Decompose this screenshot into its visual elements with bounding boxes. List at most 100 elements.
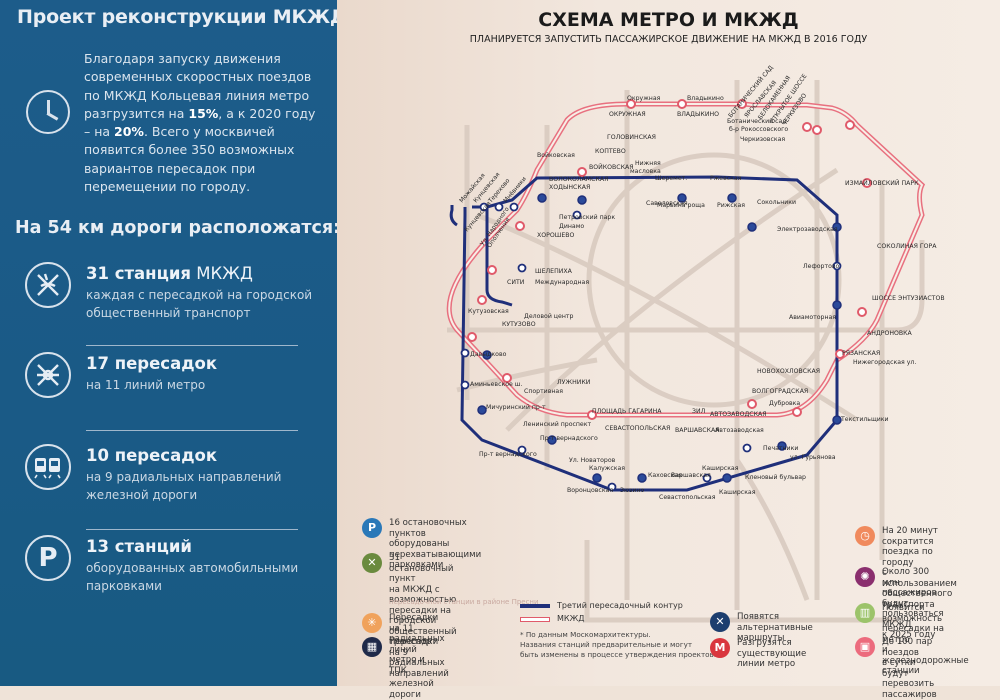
map-title: СХЕМА МЕТРО И МКЖД bbox=[538, 9, 799, 31]
svg-text:Сокольники: Сокольники bbox=[757, 199, 796, 206]
third-contour-swatch bbox=[520, 604, 550, 608]
footnote: * По данным Москомархитектуры.Названия с… bbox=[520, 630, 717, 659]
svg-text:Авиамоторная: Авиамоторная bbox=[789, 314, 836, 321]
svg-text:Марьина роща: Марьина роща bbox=[657, 202, 705, 209]
metro-transfer-icon: ✳ bbox=[362, 613, 382, 633]
svg-text:Шеремет.: Шеремет. bbox=[655, 175, 687, 182]
svg-text:ГОЛОВИНСКАЯ: ГОЛОВИНСКАЯ bbox=[607, 134, 656, 141]
svg-text:Зюзино: Зюзино bbox=[620, 487, 645, 494]
svg-text:Мичуринский пр-т: Мичуринский пр-т bbox=[486, 403, 546, 411]
divider bbox=[86, 345, 298, 346]
svg-text:Давыдково: Давыдково bbox=[470, 351, 507, 358]
svg-text:Динамо: Динамо bbox=[559, 223, 584, 230]
svg-text:масловка: масловка bbox=[630, 168, 661, 175]
parking-icon: P bbox=[362, 518, 382, 538]
svg-text:АНДРОНОВКА: АНДРОНОВКА bbox=[867, 330, 912, 337]
legend-faint-note: пересадочной станции в районе Пресни bbox=[389, 598, 539, 606]
svg-text:Каховская: Каховская bbox=[648, 472, 682, 479]
svg-text:АВТОЗАВОДСКАЯ: АВТОЗАВОДСКАЯ bbox=[710, 411, 767, 418]
svg-text:Каширская: Каширская bbox=[719, 489, 756, 496]
svg-text:ВОЛОКОЛАМСКАЯ: ВОЛОКОЛАМСКАЯ bbox=[549, 176, 608, 183]
svg-text:КУТУЗОВО: КУТУЗОВО bbox=[502, 321, 536, 328]
train-icon bbox=[25, 444, 71, 490]
svg-text:Текстильщики: Текстильщики bbox=[840, 416, 889, 423]
third-contour-label: Третий пересадочный контур bbox=[557, 601, 683, 610]
svg-text:ШЕЛЕПИХА: ШЕЛЕПИХА bbox=[535, 268, 573, 275]
map-panel: СХЕМА МЕТРО И МКЖД ПЛАНИРУЕТСЯ ЗАПУСТИТЬ… bbox=[337, 0, 1000, 700]
mkzhd-swatch bbox=[520, 617, 550, 622]
svg-text:ИЗМАЙЛОВСКИЙ ПАРК: ИЗМАЙЛОВСКИЙ ПАРК bbox=[845, 178, 919, 187]
svg-text:б-р Рокоссовского: б-р Рокоссовского bbox=[729, 125, 788, 133]
value-2016: 15% bbox=[188, 105, 219, 121]
value-2020: 20% bbox=[114, 124, 144, 140]
svg-text:ул. Гурьянова: ул. Гурьянова bbox=[790, 454, 836, 461]
train-front-icon: ▣ bbox=[855, 637, 875, 657]
svg-text:Международная: Международная bbox=[535, 279, 589, 286]
mkzhd-label: МКЖД bbox=[557, 614, 585, 623]
svg-text:Кленовый бульвар: Кленовый бульвар bbox=[745, 473, 806, 481]
svg-text:Дубровка: Дубровка bbox=[769, 399, 800, 407]
svg-text:Каширская: Каширская bbox=[702, 465, 739, 472]
stat-desc: каждая с пересадкой на городской обществ… bbox=[86, 288, 313, 320]
parking-icon: P bbox=[25, 535, 71, 581]
train-icon: ▦ bbox=[362, 637, 382, 657]
svg-text:Пр-т вернадского: Пр-т вернадского bbox=[540, 435, 598, 442]
interchange-icon: ✕ bbox=[362, 553, 382, 573]
svg-text:КОПТЕВО: КОПТЕВО bbox=[595, 148, 626, 155]
svg-text:ЛУЖНИКИ: ЛУЖНИКИ bbox=[557, 379, 591, 386]
clock-icon: ◷ bbox=[855, 526, 875, 546]
svg-text:Кутузовская: Кутузовская bbox=[468, 308, 509, 315]
svg-text:Варшавская: Варшавская bbox=[671, 472, 711, 479]
svg-text:Нижегородская ул.: Нижегородская ул. bbox=[853, 359, 916, 366]
svg-text:Савеловская: Савеловская bbox=[646, 200, 688, 207]
svg-text:ХОРОШЕВО: ХОРОШЕВО bbox=[537, 232, 574, 239]
left-info-panel: Проект реконструкции МКЖД Благодаря запу… bbox=[0, 0, 347, 686]
svg-text:СЕВАСТОПОЛЬСКАЯ: СЕВАСТОПОЛЬСКАЯ bbox=[605, 425, 670, 432]
svg-text:ШОССЕ ЭНТУЗИАСТОВ: ШОССЕ ЭНТУЗИАСТОВ bbox=[872, 295, 945, 302]
panel-title: Проект реконструкции МКЖД bbox=[17, 6, 347, 28]
svg-text:Автозаводская: Автозаводская bbox=[715, 427, 764, 434]
svg-text:СОКОЛИНАЯ ГОРА: СОКОЛИНАЯ ГОРА bbox=[877, 243, 937, 250]
alt-routes-icon: ✕ bbox=[710, 612, 730, 632]
svg-text:Ржевская: Ржевская bbox=[710, 175, 742, 182]
svg-text:ОКРУЖНАЯ: ОКРУЖНАЯ bbox=[609, 111, 646, 118]
map-subtitle: ПЛАНИРУЕТСЯ ЗАПУСТИТЬ ПАССАЖИРСКОЕ ДВИЖЕ… bbox=[469, 34, 868, 45]
interchange-icon bbox=[25, 262, 71, 308]
clock-icon bbox=[26, 90, 70, 134]
svg-text:Петровский парк: Петровский парк bbox=[559, 213, 615, 221]
svg-text:Войковская: Войковская bbox=[537, 151, 575, 159]
divider bbox=[86, 430, 298, 431]
svg-text:Печатники: Печатники bbox=[763, 445, 798, 452]
svg-text:Деловой центр: Деловой центр bbox=[524, 312, 573, 320]
svg-text:ЗИЛ: ЗИЛ bbox=[692, 408, 706, 415]
svg-text:Окружная: Окружная bbox=[627, 95, 661, 102]
mkzhd-line bbox=[446, 101, 926, 418]
svg-text:Пр-т вернадского: Пр-т вернадского bbox=[479, 451, 537, 458]
svg-text:Ленинский проспект: Ленинский проспект bbox=[523, 420, 591, 428]
metro-transfer-icon bbox=[25, 352, 71, 398]
svg-text:Ботанический сад: Ботанический сад bbox=[727, 117, 787, 125]
metro-icon: M bbox=[710, 638, 730, 658]
svg-text:Лефортово: Лефортово bbox=[803, 263, 839, 270]
svg-text:Калужская: Калужская bbox=[589, 465, 625, 472]
svg-text:Аминьевское ш.: Аминьевское ш. bbox=[470, 381, 522, 388]
svg-text:ХОДЫНСКАЯ: ХОДЫНСКАЯ bbox=[549, 184, 590, 191]
svg-text:СИТИ: СИТИ bbox=[507, 279, 525, 286]
svg-text:ВОЛГОГРАДСКАЯ: ВОЛГОГРАДСКАЯ bbox=[752, 388, 808, 395]
stat-title: 31 станция МКЖД bbox=[86, 264, 253, 283]
mkzhd-station-markers bbox=[467, 99, 872, 420]
section-title: На 54 км дороги расположатся: bbox=[15, 218, 341, 238]
svg-text:Электрозаводская: Электрозаводская bbox=[777, 226, 838, 233]
intro-text: Благодаря запуску движения современных с… bbox=[84, 51, 316, 195]
svg-text:Воронцовская: Воронцовская bbox=[567, 487, 613, 494]
svg-text:ВАРШАВСКАЯ: ВАРШАВСКАЯ bbox=[675, 427, 720, 434]
station-labels: Окружная ОКРУЖНАЯ Владыкино ВЛАДЫКИНО Бо… bbox=[468, 95, 945, 501]
svg-text:ПЛОЩАДЬ ГАГАРИНА: ПЛОЩАДЬ ГАГАРИНА bbox=[592, 408, 662, 415]
svg-text:Нижняя: Нижняя bbox=[635, 160, 661, 167]
svg-text:ВЛАДЫКИНО: ВЛАДЫКИНО bbox=[677, 111, 719, 118]
svg-text:РЯЗАНСКАЯ: РЯЗАНСКАЯ bbox=[842, 350, 880, 357]
divider bbox=[86, 529, 298, 530]
svg-text:Ул. Новаторов: Ул. Новаторов bbox=[569, 457, 616, 464]
metro-map: Окружная ОКРУЖНАЯ Владыкино ВЛАДЫКИНО Бо… bbox=[446, 64, 945, 623]
passengers-icon: ✺ bbox=[855, 567, 875, 587]
